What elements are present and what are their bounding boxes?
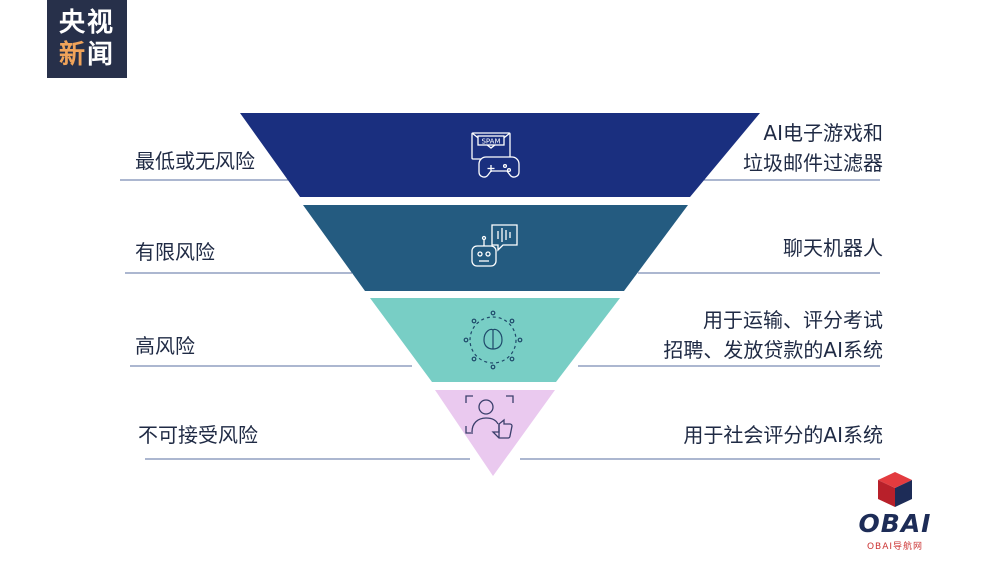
chatbot-icon: [471, 224, 518, 267]
right-label-limited-line1: 聊天机器人: [783, 236, 883, 260]
right-label-high-line1: 用于运输、评分考试: [703, 308, 883, 332]
spam-game-icon: SPAM: [471, 132, 520, 178]
right-label-limited: 聊天机器人: [783, 233, 883, 263]
obai-subtext: OBAI导航网: [866, 542, 924, 552]
logo-line1: 央视: [58, 8, 115, 38]
left-label-minimal: 最低或无风险: [135, 149, 255, 173]
logo-line2-b: 闻: [87, 40, 116, 70]
obai-watermark: OBAI OBAI导航网: [840, 469, 950, 552]
person-thumbs-down-icon: [465, 395, 514, 439]
left-label-unacceptable: 不可接受风险: [138, 423, 258, 447]
right-label-unacceptable-line1: 用于社会评分的AI系统: [683, 423, 883, 447]
right-label-minimal-line2: 垃圾邮件过滤器: [743, 151, 883, 175]
left-label-limited: 有限风险: [135, 240, 215, 264]
left-label-high: 高风险: [135, 334, 195, 358]
brain-network-icon: [463, 310, 523, 370]
tier-high-risk: [370, 298, 620, 382]
cctv-news-logo: 央视 新闻: [47, 0, 127, 78]
logo-line2-a: 新: [58, 40, 87, 70]
right-label-unacceptable: 用于社会评分的AI系统: [683, 420, 883, 450]
right-label-high-line2: 招聘、发放贷款的AI系统: [663, 338, 883, 362]
right-label-high: 用于运输、评分考试 招聘、发放贷款的AI系统: [663, 305, 883, 365]
right-label-minimal: AI电子游戏和 垃圾邮件过滤器: [743, 118, 883, 178]
right-label-minimal-line1: AI电子游戏和: [763, 121, 883, 145]
logo-line2: 新闻: [59, 39, 115, 71]
obai-cube-icon: [878, 472, 912, 507]
tier-minimal-risk: [240, 113, 760, 197]
obai-text: OBAI: [858, 509, 932, 538]
spam-text: SPAM: [481, 138, 500, 146]
